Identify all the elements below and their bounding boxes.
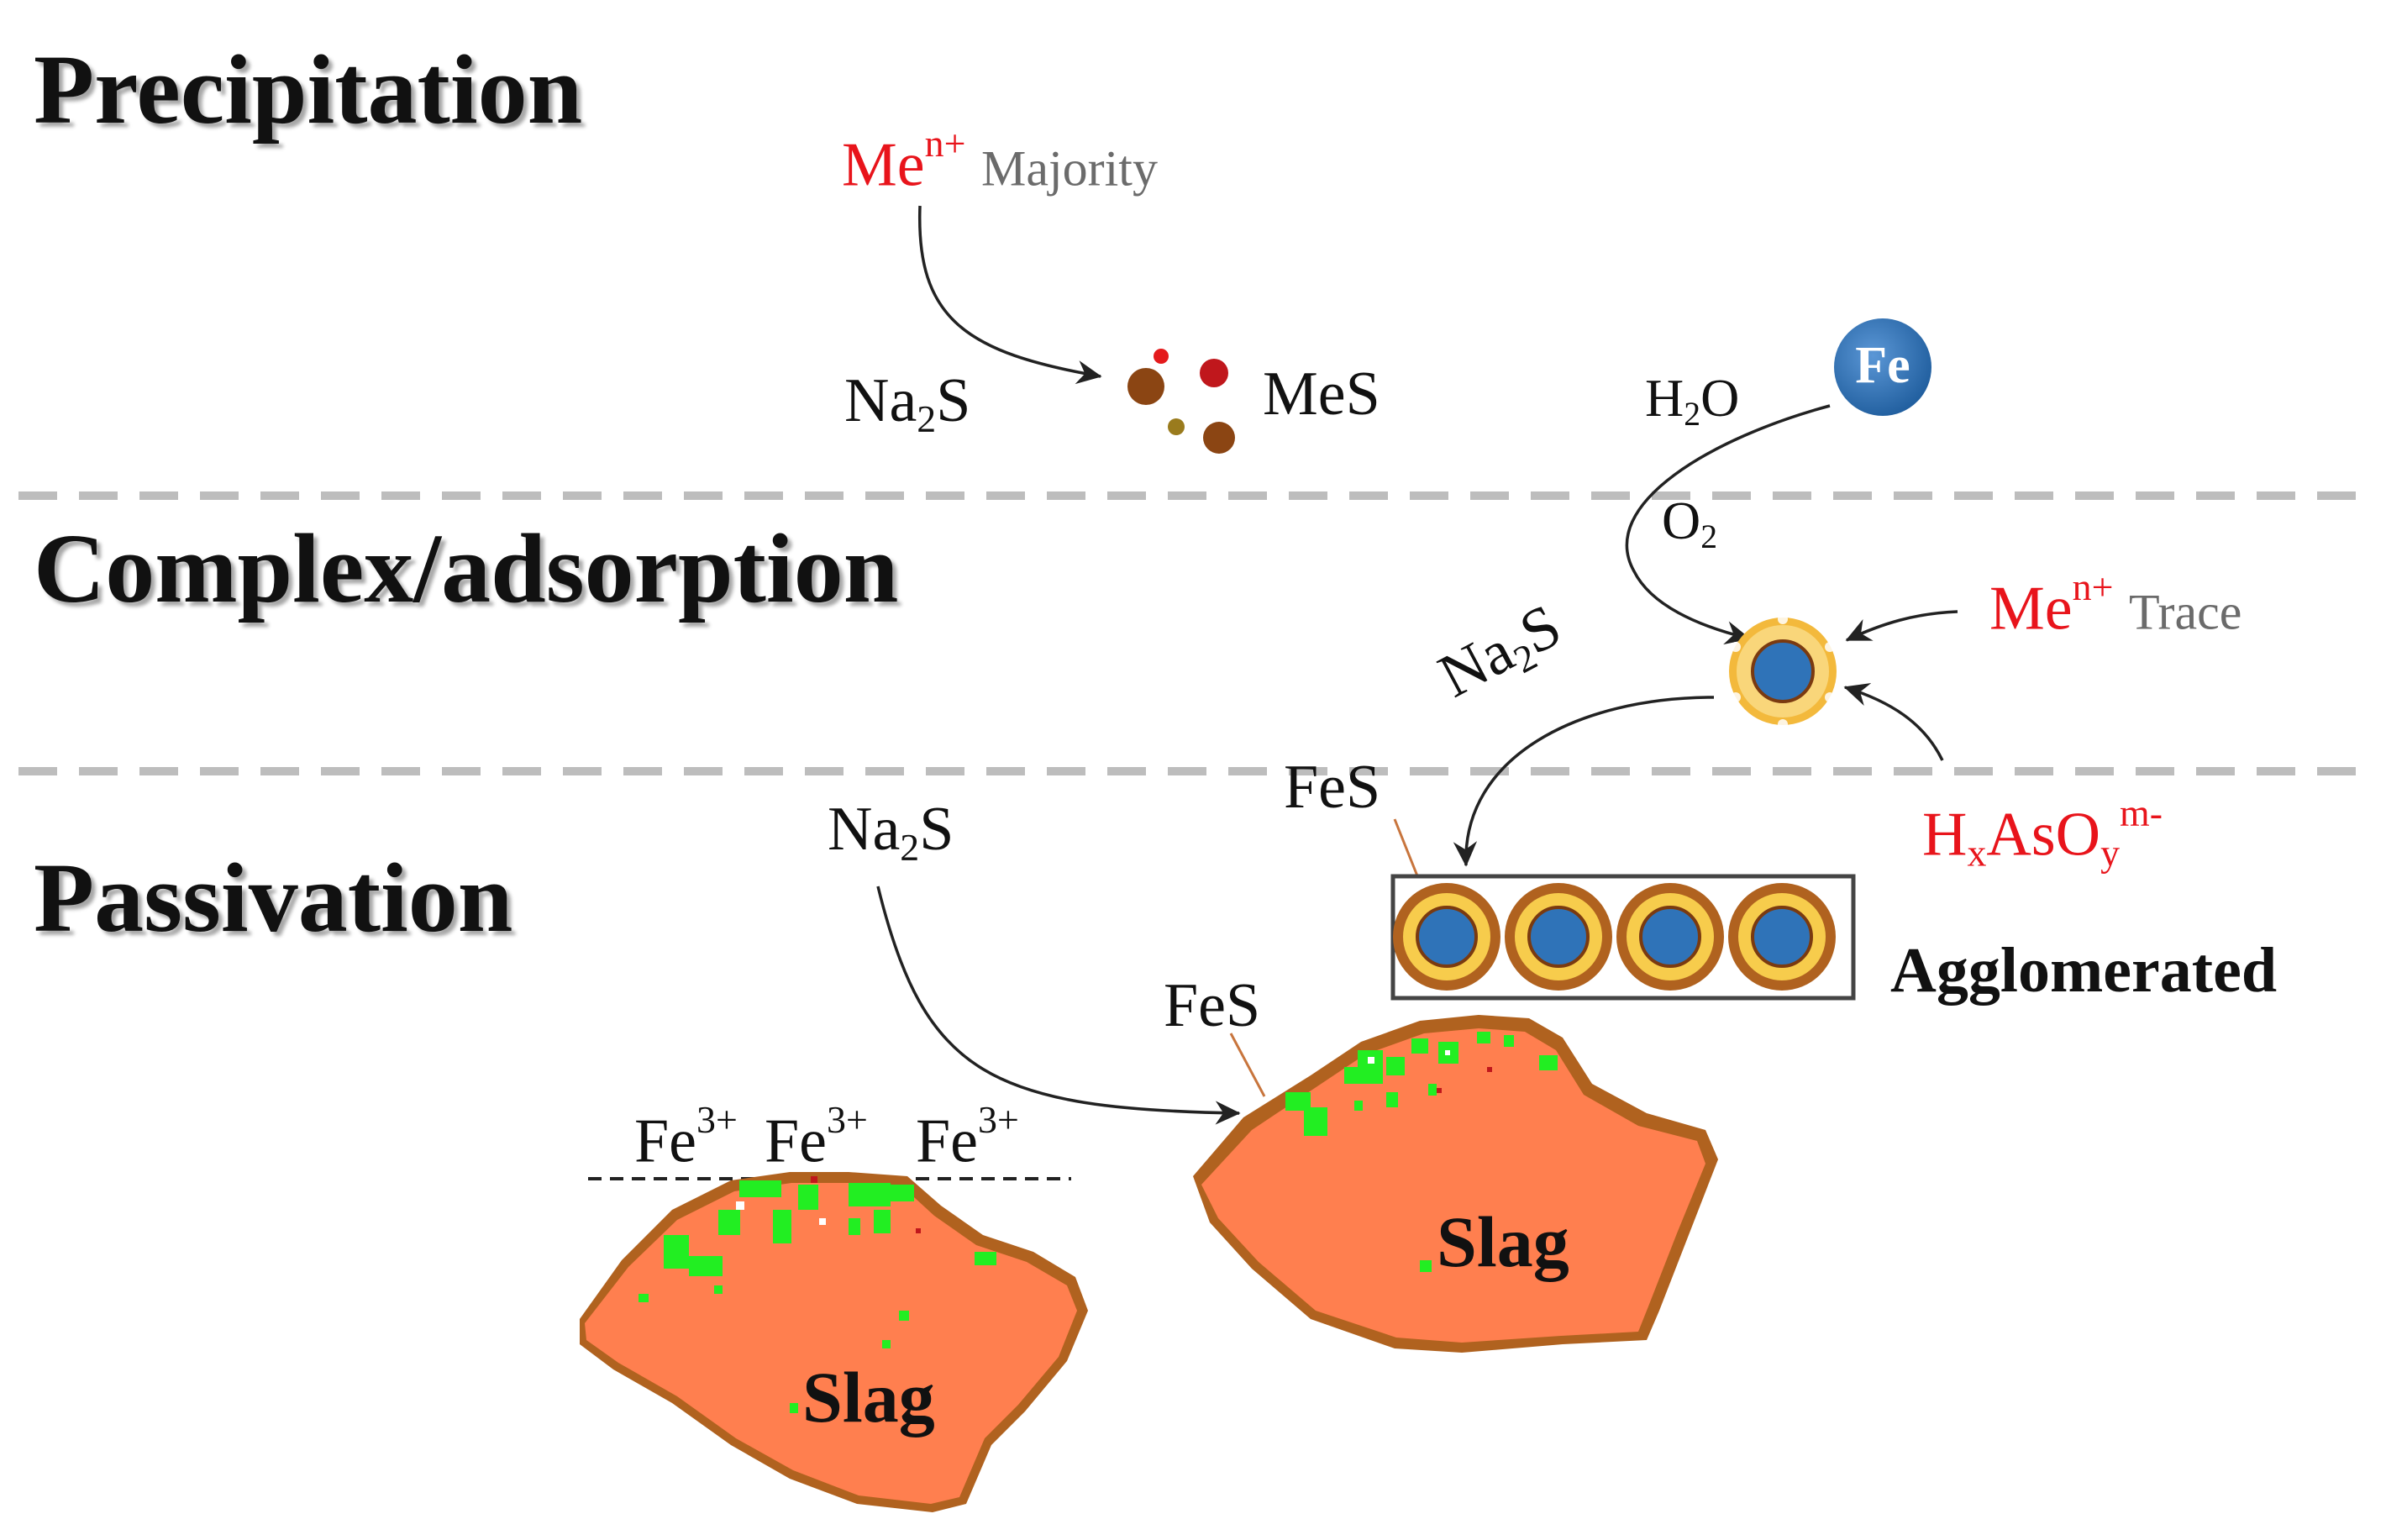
heading-passivation: Passivation [34,843,513,953]
arsenate-x: x [1967,831,1987,875]
label-men-majority: Men+ Majority [842,122,1158,200]
h2o-o: O [1700,368,1740,428]
fe-ball-icon [1834,318,1931,416]
arsenate-charge: m- [2120,791,2163,834]
men-charge: n+ [924,122,966,165]
fe3-3-charge: 3+ [978,1098,1019,1141]
fes-leader-line-top [1393,818,1422,883]
na2s-s: S [936,366,971,435]
label-fe3-3: Fe3+ [916,1098,1019,1176]
arsenate-y: y [2100,831,2121,875]
o2-o: O [1662,491,1701,550]
na2s-sub: 2 [917,397,937,440]
agglomerated-particle-4 [1728,883,1836,991]
label-slag-right: Slag [1437,1201,1569,1282]
agglomerated-particle-1 [1393,883,1500,991]
arrow-na2s-to-slag [876,886,1241,1125]
majority-label: Majority [980,140,1158,197]
agglomerated-particle-3 [1616,883,1724,991]
agglomerated-particle-2 [1505,883,1612,991]
arrow-fe-to-particle [1625,404,1831,645]
label-men-trace: Men+ Trace [1989,565,2242,640]
slag-right-icon [1193,1015,1718,1353]
heading-complex-adsorption: Complex/adsorption [34,513,899,623]
label-fes-slag: FeS [1164,971,1261,1040]
o2-sub: 2 [1700,518,1718,556]
arrow-trace-to-particle [1845,610,1958,642]
fe3-3-base: Fe [916,1106,978,1176]
label-slag-left: Slag [802,1357,935,1438]
fe-ball-label: Fe [1855,337,1910,394]
h2o-h: H [1645,368,1684,428]
fe3-1-charge: 3+ [696,1098,738,1141]
label-mes: MeS [1263,360,1380,428]
arsenate-aso: AsO [1986,800,2101,870]
na2s-pass-na: Na [828,795,901,864]
arrow-particle-to-agglomerate [1453,696,1715,867]
men-trace-symbol: Me [1989,574,2073,644]
arrow-men-to-mes [917,205,1102,385]
label-arsenate: HxAsOym- [1922,794,2163,872]
na2s-na: Na [844,366,917,435]
na2s-pass-s: S [919,795,954,864]
core-shell-particle-icon [1729,614,1837,729]
label-fe3-2: Fe3+ [765,1098,868,1176]
heading-precipitation: Precipitation [34,34,583,145]
slag-left-icon [580,1172,1088,1512]
label-o2: O2 [1662,494,1717,555]
arrow-arsenate-to-particle [1843,682,1944,761]
label-fe3-1: Fe3+ [634,1098,738,1176]
trace-label: Trace [2128,584,2242,640]
fe3-2-charge: 3+ [827,1098,868,1141]
h2o-sub: 2 [1684,396,1701,434]
label-agglomerated: Agglomerated [1890,935,2278,1006]
fe3-2-base: Fe [765,1106,827,1176]
label-h2o: H2O [1645,371,1739,432]
arsenate-h: H [1922,800,1968,870]
mes-particles-icon [1127,349,1235,454]
men-trace-charge: n+ [2072,565,2114,608]
label-fes-agglomerate: FeS [1284,753,1381,822]
fes-leader-line-slag [1229,1033,1266,1097]
label-na2s-precipitation: Na2S [844,370,970,439]
na2s-pass-sub: 2 [900,825,920,869]
men-symbol: Me [842,130,925,200]
agglomerated-box-icon [1390,874,1856,1001]
fe3-1-base: Fe [634,1106,696,1176]
label-na2s-passivation: Na2S [828,798,954,867]
